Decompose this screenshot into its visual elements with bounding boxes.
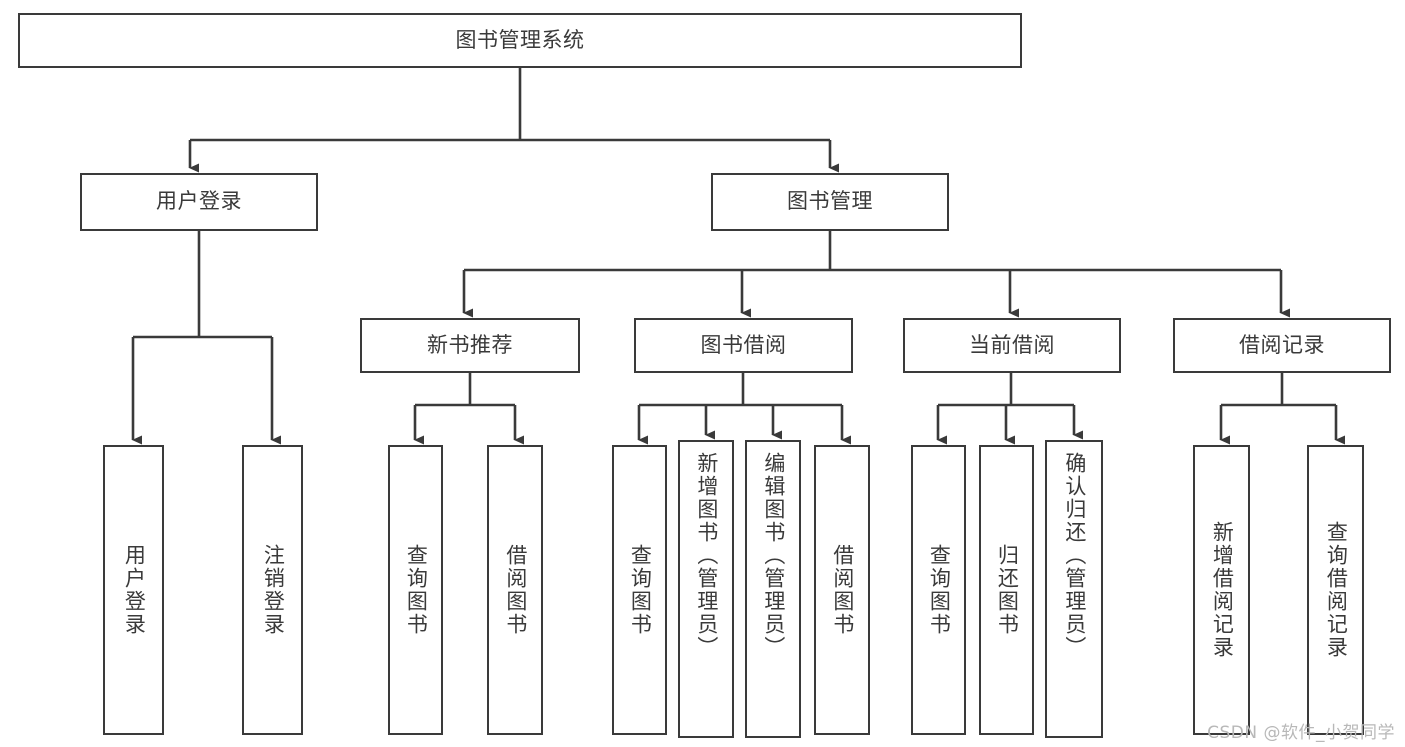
node-user-login[interactable]: 用户登录 [80, 173, 318, 231]
node-leaf-query-book-1-label: 查询图书 [404, 544, 429, 636]
node-current-borrow-label: 当前借阅 [969, 332, 1055, 357]
node-leaf-add-book-label: 新增图书（管理员） [694, 452, 719, 659]
node-leaf-add-book[interactable]: 新增图书（管理员） [678, 440, 734, 738]
node-leaf-edit-book[interactable]: 编辑图书（管理员） [745, 440, 801, 738]
node-leaf-user-login[interactable]: 用户登录 [103, 445, 164, 735]
node-leaf-logout-label: 注销登录 [261, 544, 286, 636]
node-leaf-query-book-3-label: 查询图书 [927, 544, 952, 636]
node-leaf-return-book[interactable]: 归还图书 [979, 445, 1034, 735]
node-borrow-record[interactable]: 借阅记录 [1173, 318, 1391, 373]
node-user-login-label: 用户登录 [156, 189, 242, 214]
csdn-watermark: CSDN @软件_小贺同学 [1207, 723, 1395, 743]
node-book-borrow-label: 图书借阅 [700, 332, 787, 357]
node-leaf-query-book-1[interactable]: 查询图书 [388, 445, 443, 735]
node-leaf-query-book-3[interactable]: 查询图书 [911, 445, 966, 735]
node-borrow-record-label: 借阅记录 [1239, 332, 1325, 357]
node-leaf-add-record-label: 新增借阅记录 [1210, 521, 1235, 659]
node-leaf-query-record-label: 查询借阅记录 [1324, 521, 1349, 659]
node-leaf-query-book-2-label: 查询图书 [628, 544, 653, 636]
node-new-book-recommend-label: 新书推荐 [427, 332, 513, 357]
node-leaf-edit-book-label: 编辑图书（管理员） [761, 452, 786, 659]
node-leaf-query-record[interactable]: 查询借阅记录 [1307, 445, 1364, 735]
node-root-label: 图书管理系统 [455, 27, 585, 52]
node-leaf-user-login-label: 用户登录 [122, 544, 147, 636]
node-leaf-borrow-book-1[interactable]: 借阅图书 [487, 445, 543, 735]
node-book-manage[interactable]: 图书管理 [711, 173, 949, 231]
node-new-book-recommend[interactable]: 新书推荐 [360, 318, 580, 373]
node-leaf-logout[interactable]: 注销登录 [242, 445, 303, 735]
node-leaf-borrow-book-2[interactable]: 借阅图书 [814, 445, 870, 735]
node-leaf-borrow-book-1-label: 借阅图书 [503, 544, 528, 636]
node-leaf-return-book-label: 归还图书 [995, 544, 1020, 636]
node-leaf-add-record[interactable]: 新增借阅记录 [1193, 445, 1250, 735]
node-current-borrow[interactable]: 当前借阅 [903, 318, 1121, 373]
node-book-borrow[interactable]: 图书借阅 [634, 318, 853, 373]
node-book-manage-label: 图书管理 [787, 189, 873, 214]
node-leaf-confirm-return[interactable]: 确认归还（管理员） [1045, 440, 1103, 738]
node-leaf-confirm-return-label: 确认归还（管理员） [1062, 452, 1087, 659]
node-root[interactable]: 图书管理系统 [18, 13, 1022, 68]
node-leaf-query-book-2[interactable]: 查询图书 [612, 445, 667, 735]
node-leaf-borrow-book-2-label: 借阅图书 [830, 544, 855, 636]
